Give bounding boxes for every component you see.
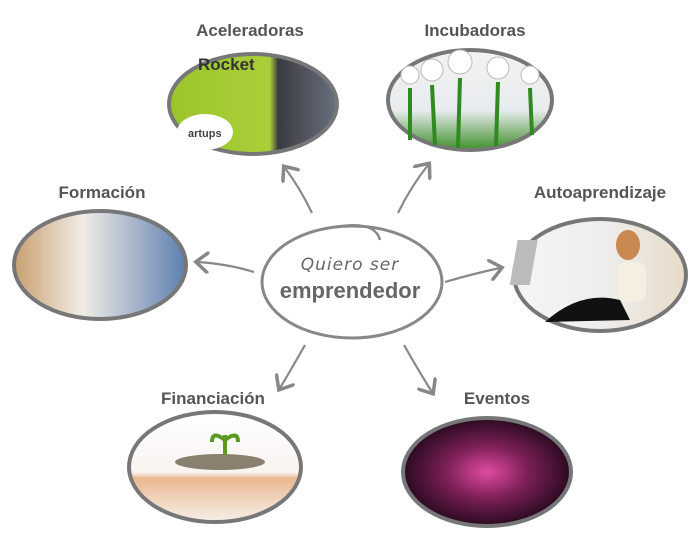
center-bubble: Quiero ser emprendedor — [260, 223, 444, 340]
arrow-eventos — [403, 344, 432, 392]
arrow-autoaprendizaje — [444, 268, 500, 284]
node-formacion[interactable]: Formación — [12, 183, 188, 321]
arrows — [198, 165, 500, 392]
arrow-financiacion — [280, 344, 306, 388]
classroom-writing-photo — [12, 209, 188, 321]
arrow-aceleradoras — [285, 168, 313, 214]
node-autoaprendizaje[interactable]: Autoaprendizaje — [509, 183, 688, 333]
arrow-formacion — [198, 262, 255, 272]
node-label: Formación — [59, 183, 146, 202]
node-aceleradoras[interactable]: Aceleradoras Rocket artups — [167, 21, 339, 156]
node-eventos[interactable]: Eventos — [401, 389, 573, 528]
sub-text: artups — [188, 128, 222, 140]
node-label: Incubadoras — [424, 21, 525, 40]
node-incubadoras[interactable]: Incubadoras — [386, 21, 554, 152]
node-label: Financiación — [161, 389, 265, 408]
center-line2: emprendedor — [280, 278, 421, 303]
sign-text: Rocket — [198, 55, 255, 74]
node-label: Aceleradoras — [196, 21, 304, 40]
node-label: Eventos — [464, 389, 530, 408]
lightbulb-icons — [400, 49, 540, 85]
center-line1: Quiero ser — [301, 255, 399, 275]
arrow-incubadoras — [397, 165, 428, 214]
crowd-event-photo — [401, 416, 573, 528]
node-financiacion[interactable]: Financiación — [127, 389, 303, 524]
node-label: Autoaprendizaje — [534, 183, 666, 202]
